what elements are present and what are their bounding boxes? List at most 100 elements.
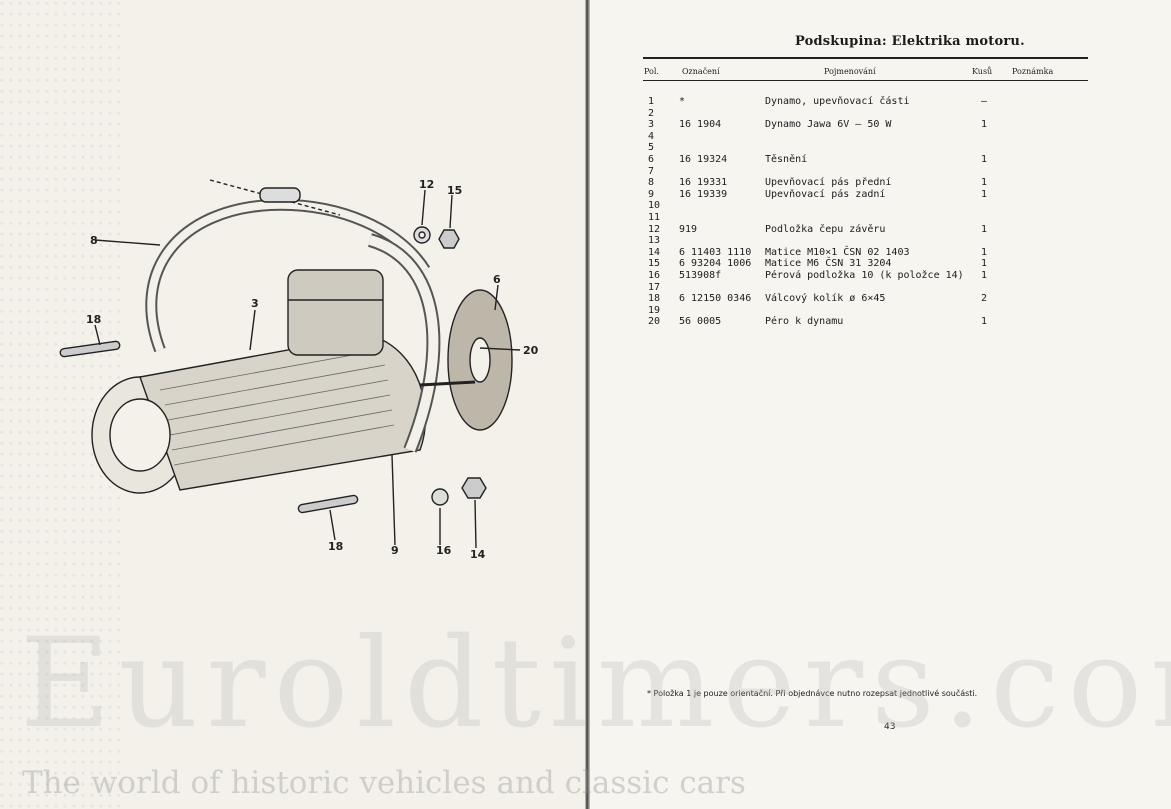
part-pos: 5 xyxy=(648,142,655,154)
part-code: 16 19324 xyxy=(679,153,728,165)
part-qty: 1 xyxy=(980,258,988,270)
part-qty xyxy=(971,108,997,120)
page-title: Podskupina: Elektrika motoru. xyxy=(795,34,1025,49)
part-code: 16 1904 xyxy=(679,119,722,131)
part-name xyxy=(765,131,971,143)
part-pos: 14 xyxy=(648,246,661,258)
part-name xyxy=(765,282,971,294)
clamp-bolt xyxy=(259,187,301,203)
part-name: Těsnění xyxy=(765,153,808,165)
part-pos: 19 xyxy=(648,304,661,316)
part-name: Matice M10×1 ČSN 02 1403 xyxy=(765,246,910,258)
part-qty: 1 xyxy=(980,223,988,235)
part-code: 16 19339 xyxy=(679,188,728,200)
part-pos: 8 xyxy=(648,177,655,189)
part-name: Podložka čepu závěru xyxy=(765,223,886,235)
nut-14 xyxy=(461,477,487,499)
part-code: * xyxy=(679,96,686,107)
part-pos: 16 xyxy=(648,269,661,281)
part-code xyxy=(679,108,765,120)
table-row: 19 xyxy=(642,305,997,317)
part-name xyxy=(765,235,971,247)
part-name xyxy=(765,200,971,212)
table-row: 17 xyxy=(642,282,997,294)
part-qty: 2 xyxy=(980,293,988,305)
table-row: 1 * Dynamo, upevňovací části — xyxy=(642,96,997,108)
part-pos: 6 xyxy=(648,153,655,165)
part-name xyxy=(765,305,971,317)
part-pos: 1 xyxy=(648,96,655,107)
col-header-name: Pojmenování xyxy=(824,67,876,76)
part-qty xyxy=(971,235,997,247)
callout-18-left: 18 xyxy=(86,313,101,326)
dynamo-exploded-diagram: 8 12 15 6 18 3 20 18 9 16 14 xyxy=(59,178,539,561)
part-pos: 12 xyxy=(648,223,661,235)
callout-12: 12 xyxy=(419,178,434,191)
watermark-tagline: The world of historic vehicles and class… xyxy=(22,765,746,801)
part-code xyxy=(679,200,765,212)
part-pos: 17 xyxy=(648,281,661,293)
part-name xyxy=(765,166,971,178)
nut-15 xyxy=(438,229,460,249)
part-pos: 18 xyxy=(648,293,661,305)
callout-8: 8 xyxy=(90,234,98,247)
part-qty xyxy=(971,166,997,178)
part-pos: 10 xyxy=(648,200,661,212)
part-name: Matice M6 ČSN 31 3204 xyxy=(765,258,892,270)
part-name xyxy=(765,142,971,154)
right-page xyxy=(590,0,1171,809)
part-qty xyxy=(971,212,997,224)
washer-16 xyxy=(431,488,449,506)
watermark-logo: Euroldtimers.com xyxy=(20,612,1171,756)
part-qty: 1 xyxy=(980,188,988,200)
pin-left xyxy=(59,340,121,358)
part-code: 513908f xyxy=(679,269,722,281)
part-qty xyxy=(971,282,997,294)
part-code: 6 11403 1110 xyxy=(679,246,752,258)
part-code xyxy=(679,305,765,317)
callout-9: 9 xyxy=(391,544,399,557)
col-header-pos: Pol. xyxy=(644,67,659,76)
part-name: Dynamo Jawa 6V — 50 W xyxy=(765,119,892,131)
part-pos: 2 xyxy=(648,107,655,119)
dynamo-body xyxy=(139,334,427,491)
part-pos: 3 xyxy=(648,119,655,131)
footnote: * Položka 1 je pouze orientační. Při obj… xyxy=(647,689,978,698)
part-pos: 20 xyxy=(648,316,661,328)
callout-20: 20 xyxy=(523,344,539,357)
header-rule-top xyxy=(643,57,1088,59)
part-code xyxy=(679,131,765,143)
part-qty: — xyxy=(980,96,988,107)
callout-3: 3 xyxy=(251,297,259,310)
table-row: 2 xyxy=(642,108,997,120)
col-header-qty: Kusů xyxy=(972,67,993,76)
table-row: 7 xyxy=(642,166,997,178)
callout-6: 6 xyxy=(493,273,501,286)
part-code: 6 93204 1006 xyxy=(679,258,752,270)
part-name: Upevňovací pás přední xyxy=(765,177,892,189)
part-code: 56 0005 xyxy=(679,316,722,328)
part-name: Dynamo, upevňovací části xyxy=(765,96,910,107)
part-qty: 1 xyxy=(980,177,988,189)
book-gutter xyxy=(585,0,590,809)
table-row: 12 919 Podložka čepu závěru 1 xyxy=(642,224,997,236)
header-rule-bottom xyxy=(643,80,1088,81)
table-row: 11 xyxy=(642,212,997,224)
part-qty xyxy=(971,131,997,143)
part-code: 6 12150 0346 xyxy=(679,293,752,305)
callout-15: 15 xyxy=(447,184,462,197)
table-row: 4 xyxy=(642,131,997,143)
part-code xyxy=(679,282,765,294)
callout-16: 16 xyxy=(436,544,452,557)
part-qty xyxy=(971,305,997,317)
part-code: 919 xyxy=(679,223,698,235)
part-pos: 9 xyxy=(648,188,655,200)
part-qty: 1 xyxy=(980,153,988,165)
